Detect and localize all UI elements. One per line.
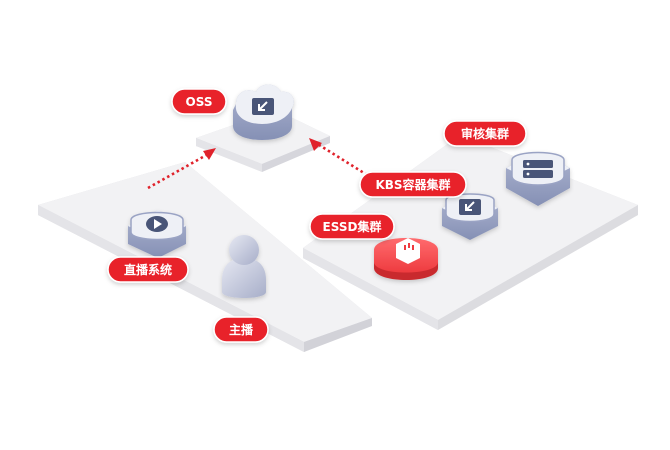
svg-text:KBS容器集群: KBS容器集群 [375, 177, 450, 192]
download-box-icon [442, 193, 498, 240]
server-icon [506, 151, 570, 206]
oss-label: OSS [171, 88, 227, 115]
audit-cluster-label: 审核集群 [443, 120, 527, 147]
essd-cluster-label: ESSD集群 [309, 213, 395, 240]
user-icon [222, 235, 266, 298]
svg-text:ESSD集群: ESSD集群 [323, 219, 382, 234]
arrow-live-to-oss [147, 148, 216, 190]
svg-text:OSS: OSS [186, 95, 213, 109]
svg-text:主播: 主播 [229, 322, 254, 337]
arrow-kbs-to-oss [309, 138, 373, 180]
play-box-icon [128, 210, 186, 258]
kbs-cluster-label: KBS容器集群 [359, 171, 467, 198]
streamer-label: 主播 [213, 316, 269, 343]
svg-text:审核集群: 审核集群 [461, 126, 509, 141]
live-system-label: 直播系统 [107, 256, 189, 283]
svg-text:直播系统: 直播系统 [124, 262, 172, 277]
cloud-storage-icon [233, 84, 294, 140]
ssd-card-icon [374, 238, 438, 280]
